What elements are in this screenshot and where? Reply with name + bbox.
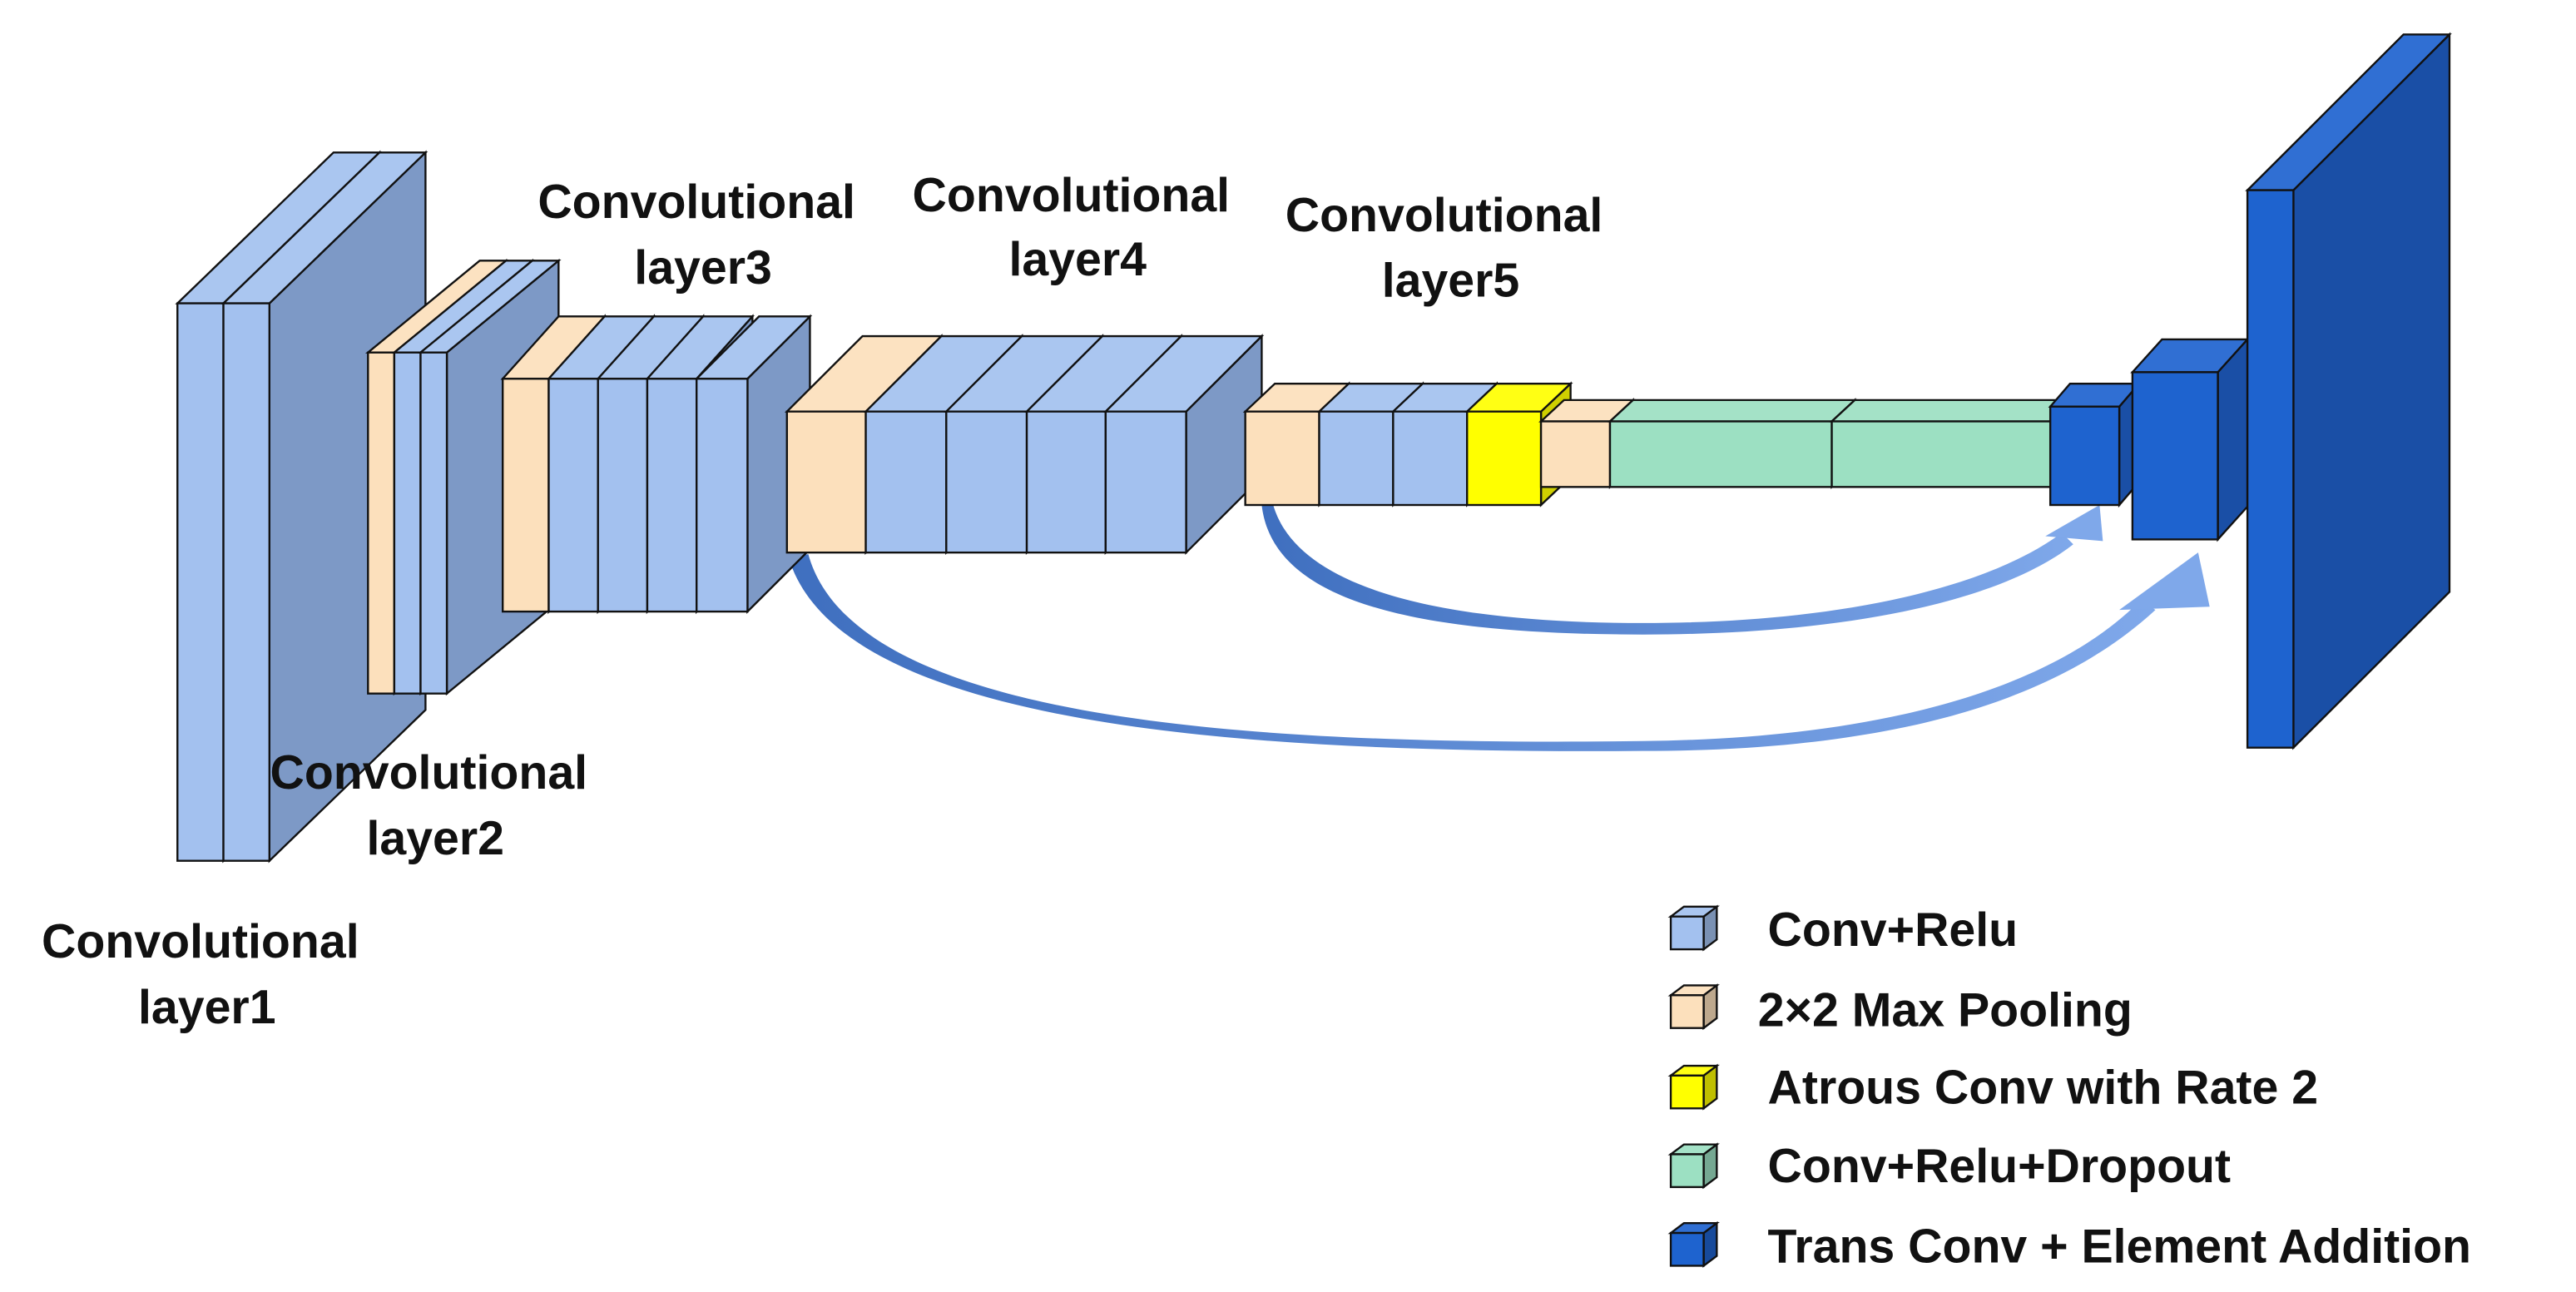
legend-swatch-conv-relu-dropout: [1667, 1142, 1720, 1190]
layer5-label-line1: Convolutional: [1286, 189, 1603, 242]
legend-swatch-trans-conv: [1667, 1220, 1720, 1268]
layer1-label-line1: Convolutional: [42, 915, 359, 968]
skip-arrow-layer4-to-output-head: [2119, 552, 2210, 611]
legend-label-atrous-conv: Atrous Conv with Rate 2: [1768, 1061, 2319, 1114]
layer3-label-line2: layer3: [634, 241, 772, 295]
layer4-pool-front: [785, 410, 867, 554]
skip-arrow-layer4-to-output-body: [788, 554, 2156, 751]
dropout2-front: [1830, 420, 2055, 488]
layer2-label-line2: layer2: [366, 812, 504, 865]
legend-swatch-max-pooling-cube-front: [1669, 994, 1705, 1029]
dropout1: [1607, 398, 1858, 490]
skip-arrow-layer5-to-upsample-body: [1261, 505, 2073, 635]
legend-swatch-conv-relu-cube-front: [1669, 915, 1705, 951]
layer5-atrous-front: [1466, 410, 1543, 507]
layer3-label: Convolutional layer3: [537, 176, 868, 295]
legend-item-conv-relu: Conv+Relu: [1667, 903, 2019, 957]
legend-swatch-conv-relu-dropout-cube: [1667, 1142, 1720, 1190]
upsample1: [2048, 380, 2142, 508]
legend-item-max-pooling: 2×2 Max Pooling: [1667, 983, 2133, 1037]
legend-swatch-trans-conv-cube-front: [1669, 1231, 1705, 1267]
layer-labels: Convolutional layer1 Convolutional layer…: [42, 169, 1616, 1034]
legend-label-trans-conv: Trans Conv + Element Addition: [1768, 1220, 2471, 1274]
layer3-conv3-front: [646, 378, 698, 613]
layer-blocks: [175, 32, 2452, 864]
skip-arrow-layer5-to-upsample: [1261, 505, 2103, 635]
layer1-label: Convolutional layer1: [42, 915, 372, 1034]
legend-label-conv-relu: Conv+Relu: [1768, 903, 2019, 957]
layer5-conv2-front: [1392, 410, 1469, 507]
output-block: [2245, 32, 2452, 750]
legend-label-conv-relu-dropout: Conv+Relu+Dropout: [1768, 1140, 2232, 1193]
dropout2: [1829, 398, 2079, 490]
layer3-conv1-front: [547, 378, 599, 613]
layer3-pool-front: [502, 378, 550, 613]
legend-swatch-max-pooling: [1667, 983, 1720, 1031]
upsample2-front: [2131, 371, 2219, 541]
dropout1-top: [1607, 398, 1858, 423]
legend-swatch-atrous-conv-cube: [1667, 1063, 1720, 1111]
dropout2-top: [1829, 398, 2079, 423]
layer2-conv1-front: [393, 351, 422, 695]
layer4-conv4-front: [1104, 410, 1187, 554]
layer1-slice2-front: [222, 302, 271, 862]
layer5-label-line2: layer5: [1382, 255, 1520, 308]
layer3-conv4-front: [695, 378, 749, 613]
layer4-conv3-front: [1025, 410, 1107, 554]
layer4-conv2-front: [945, 410, 1028, 554]
dropout1-front: [1608, 420, 1833, 488]
layer5-pool-front: [1244, 410, 1320, 507]
upsample2-side: [2217, 336, 2249, 542]
layer3-conv2-front: [597, 378, 649, 613]
layer5-label: Convolutional layer5: [1286, 189, 1616, 308]
pool6-front: [1539, 420, 1612, 488]
layer2-conv2-front: [419, 351, 448, 695]
legend-item-conv-relu-dropout: Conv+Relu+Dropout: [1667, 1140, 2232, 1193]
layer3-conv4: [694, 314, 813, 614]
legend-swatch-max-pooling-cube: [1667, 983, 1720, 1031]
upsample2: [2130, 336, 2250, 542]
upsample1-front: [2048, 405, 2121, 507]
legend: Conv+Relu 2×2 Max Pooling Atrous Conv wi…: [1667, 903, 2471, 1274]
legend-swatch-conv-relu: [1667, 904, 1720, 952]
layer5-conv1-front: [1318, 410, 1395, 507]
layer2-pool-front: [367, 351, 396, 695]
skip-connection-arrows: [788, 505, 2210, 751]
layer2-label: Convolutional layer2: [270, 746, 601, 865]
layer4-conv1-front: [864, 410, 948, 554]
legend-swatch-atrous-conv: [1667, 1063, 1720, 1111]
legend-item-trans-conv: Trans Conv + Element Addition: [1667, 1220, 2471, 1274]
legend-swatch-conv-relu-dropout-cube-front: [1669, 1153, 1705, 1189]
layer3-label-line1: Convolutional: [537, 176, 855, 229]
skip-arrow-layer5-to-upsample-head: [2045, 505, 2103, 542]
legend-swatch-trans-conv-cube: [1667, 1220, 1720, 1268]
legend-swatch-atrous-conv-cube-front: [1669, 1074, 1705, 1110]
legend-label-max-pooling: 2×2 Max Pooling: [1758, 984, 2133, 1037]
legend-swatch-conv-relu-cube: [1667, 904, 1720, 952]
layer1-label-line2: layer1: [138, 981, 276, 1034]
layer4-label-line1: Convolutional: [913, 169, 1231, 222]
legend-item-atrous-conv: Atrous Conv with Rate 2: [1667, 1061, 2319, 1114]
layer2-label-line1: Convolutional: [270, 746, 588, 799]
output-block-front: [2246, 189, 2295, 749]
layer4-conv4: [1102, 334, 1265, 556]
layer1-slice1-front: [176, 302, 225, 862]
skip-arrow-layer4-to-output: [788, 552, 2210, 751]
layer4-label-line2: layer4: [1009, 233, 1147, 286]
layer4-label: Convolutional layer4: [913, 169, 1243, 286]
